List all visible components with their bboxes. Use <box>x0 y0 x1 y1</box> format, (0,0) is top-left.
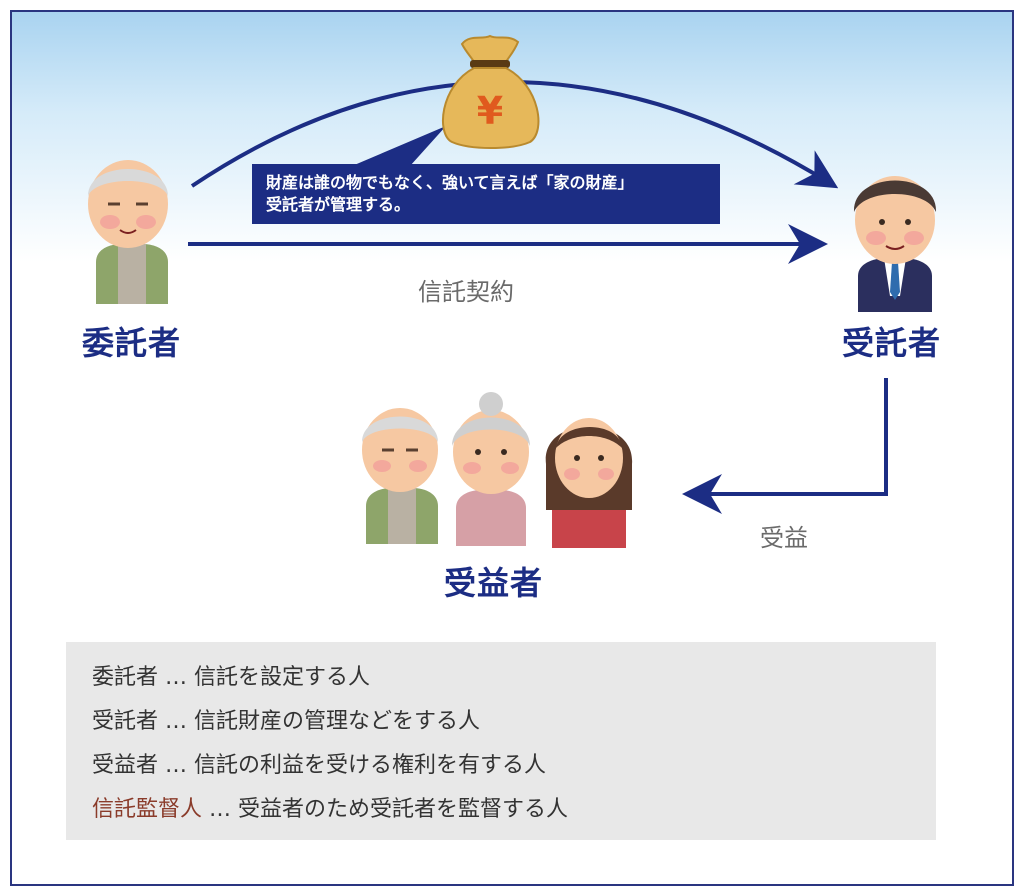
legend-row-trustor: 委託者 … 信託を設定する人 <box>92 656 910 700</box>
yen-symbol: ¥ <box>477 89 503 133</box>
legend-row-supervisor: 信託監督人 … 受益者のため受託者を監督する人 <box>92 788 910 832</box>
legend-term: 受託者 <box>92 709 159 734</box>
trustor-label: 委託者 <box>82 324 182 362</box>
callout-line-2: 受託者が管理する。 <box>266 195 411 214</box>
legend-desc: … 信託の利益を受ける権利を有する人 <box>158 753 547 778</box>
legend-desc: … 信託を設定する人 <box>158 665 371 690</box>
legend-row-beneficiary: 受益者 … 信託の利益を受ける権利を有する人 <box>92 744 910 788</box>
money-bag-icon: ¥ <box>441 34 540 149</box>
trustee-label: 受託者 <box>842 324 942 362</box>
legend-term: 受益者 <box>92 753 159 778</box>
legend-term: 委託者 <box>92 665 159 690</box>
legend-term: 信託監督人 <box>92 797 203 822</box>
beneficiary-woman-avatar <box>452 392 530 546</box>
benefit-label: 受益 <box>760 524 808 552</box>
role-legend: 委託者 … 信託を設定する人 受託者 … 信託財産の管理などをする人 受益者 …… <box>66 642 936 840</box>
legend-row-trustee: 受託者 … 信託財産の管理などをする人 <box>92 700 910 744</box>
callout-pointer <box>352 126 446 166</box>
beneficiary-daughter-avatar <box>545 418 633 548</box>
trustor-avatar <box>88 160 168 304</box>
contract-label: 信託契約 <box>418 278 514 306</box>
legend-desc: … 信託財産の管理などをする人 <box>158 709 481 734</box>
beneficiary-label: 受益者 <box>444 564 544 602</box>
beneficiary-man-avatar <box>362 408 438 544</box>
callout-line-1: 財産は誰の物でもなく、強いて言えば「家の財産」 <box>266 173 634 192</box>
trustee-avatar <box>853 176 937 312</box>
legend-desc: … 受益者のため受託者を監督する人 <box>202 797 569 822</box>
benefit-arrow <box>682 378 888 514</box>
property-callout: 財産は誰の物でもなく、強いて言えば「家の財産」 受託者が管理する。 <box>252 164 720 224</box>
